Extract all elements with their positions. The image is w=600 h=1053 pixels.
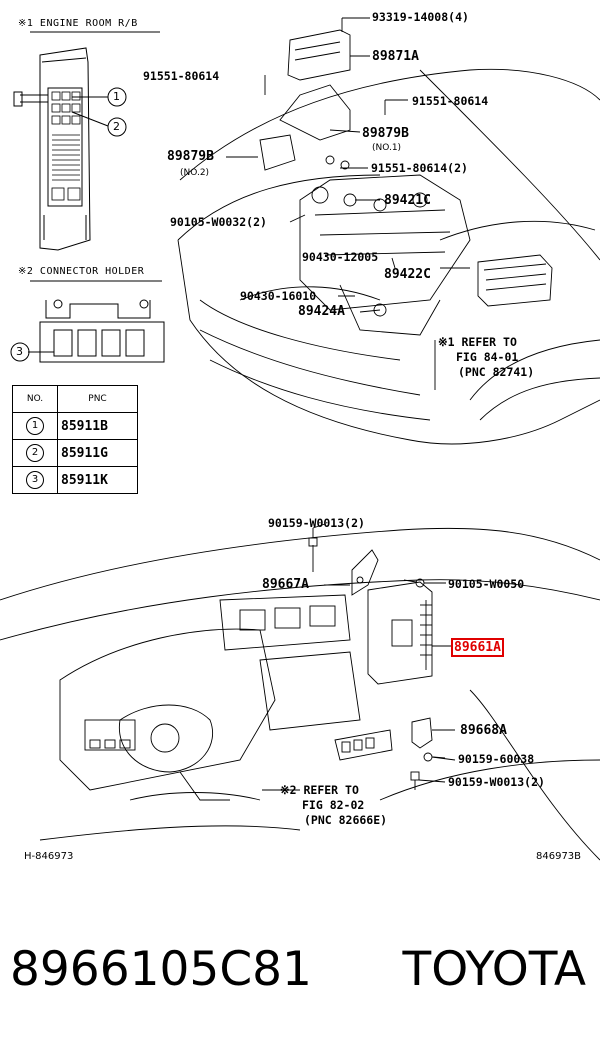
part-label-90159-60038: 90159-60038 [458, 752, 535, 766]
part-label-89668a: 89668A [460, 723, 507, 738]
part-label-90105-w0050: 90105-W0050 [448, 577, 525, 591]
parts-diagram: ※1 ENGINE ROOM R/B ※2 CONNECTOR HOLDER 1… [0, 10, 600, 862]
footer-brand: TOYOTA [402, 942, 586, 997]
row-pnc: 85911B [57, 412, 138, 440]
engine-bay-drawing [177, 17, 600, 445]
pnc-table-header: NO. PNC [12, 385, 138, 413]
callout-1-label: 1 [113, 90, 120, 103]
part-label-89661a-highlighted: 89661A [451, 638, 504, 657]
callout-3-label: 3 [16, 345, 23, 358]
pnc-table: NO. PNC 1 85911B 2 85911G 3 85911K [12, 385, 138, 494]
row-number: 3 [26, 471, 44, 489]
callout-2-label: 2 [113, 120, 120, 133]
footer-caption: 8966105C81 TOYOTA [0, 930, 600, 1010]
part-label-91551-80614-a: 91551-80614 [143, 69, 220, 83]
pnc-header-no: NO. [12, 385, 58, 413]
part-label-90159-w0013-top: 90159-W0013(2) [268, 516, 365, 530]
part-label-90105-w0032: 90105-W0032(2) [170, 215, 267, 229]
part-label-91551-80614-c: 91551-80614(2) [371, 161, 468, 175]
part-label-93319-14008: 93319-14008(4) [372, 10, 469, 24]
connector-holder-drawing [28, 280, 165, 363]
table-row: 1 85911B [12, 412, 138, 440]
row-number: 1 [26, 417, 44, 435]
refer-fig-82-02-line2: FIG 82-02 [302, 798, 365, 812]
callout-1 [107, 87, 127, 107]
part-label-89424a: 89424A [298, 304, 345, 319]
part-label-90430-16010: 90430-16010 [240, 289, 317, 303]
part-label-89421c: 89421C [384, 193, 431, 208]
row-pnc: 85911K [57, 466, 138, 494]
refer-fig-84-01-line3: (PNC 82741) [458, 365, 535, 379]
engine-room-rb-drawing [13, 31, 160, 251]
engine-room-rb-title: ※1 ENGINE ROOM R/B [18, 18, 138, 29]
refer-fig-84-01-line1: ※1 REFER TO [438, 335, 517, 349]
part-label-89667a: 89667A [262, 577, 309, 592]
part-label-89879b-no2: 89879B [167, 149, 214, 164]
refer-fig-82-02-line1: ※2 REFER TO [280, 783, 359, 797]
table-row: 2 85911G [12, 439, 138, 467]
figure-id-left: H-846973 [24, 851, 74, 862]
part-label-89871a: 89871A [372, 49, 419, 64]
figure-id-right: 846973B [536, 851, 582, 862]
part-label-90430-12005: 90430-12005 [302, 250, 379, 264]
part-label-89879b-no1: 89879B [362, 126, 409, 141]
diagram-artwork [0, 17, 600, 861]
part-note-no2: (NO.2) [180, 168, 210, 178]
callout-2 [107, 117, 127, 137]
row-number: 2 [26, 444, 44, 462]
connector-holder-title: ※2 CONNECTOR HOLDER [18, 266, 145, 277]
callout-3 [10, 342, 30, 362]
part-label-90159-w0013-bottom: 90159-W0013(2) [448, 775, 545, 789]
part-note-no1: (NO.1) [372, 143, 402, 153]
dashboard-drawing [0, 523, 600, 861]
pnc-header-pnc: PNC [57, 385, 138, 413]
footer-part-number: 8966105C81 [10, 942, 312, 997]
refer-fig-84-01-line2: FIG 84-01 [456, 350, 519, 364]
row-pnc: 85911G [57, 439, 138, 467]
part-label-89422c: 89422C [384, 267, 431, 282]
refer-fig-82-02-line3: (PNC 82666E) [304, 813, 388, 827]
part-label-91551-80614-b: 91551-80614 [412, 94, 489, 108]
table-row: 3 85911K [12, 466, 138, 494]
